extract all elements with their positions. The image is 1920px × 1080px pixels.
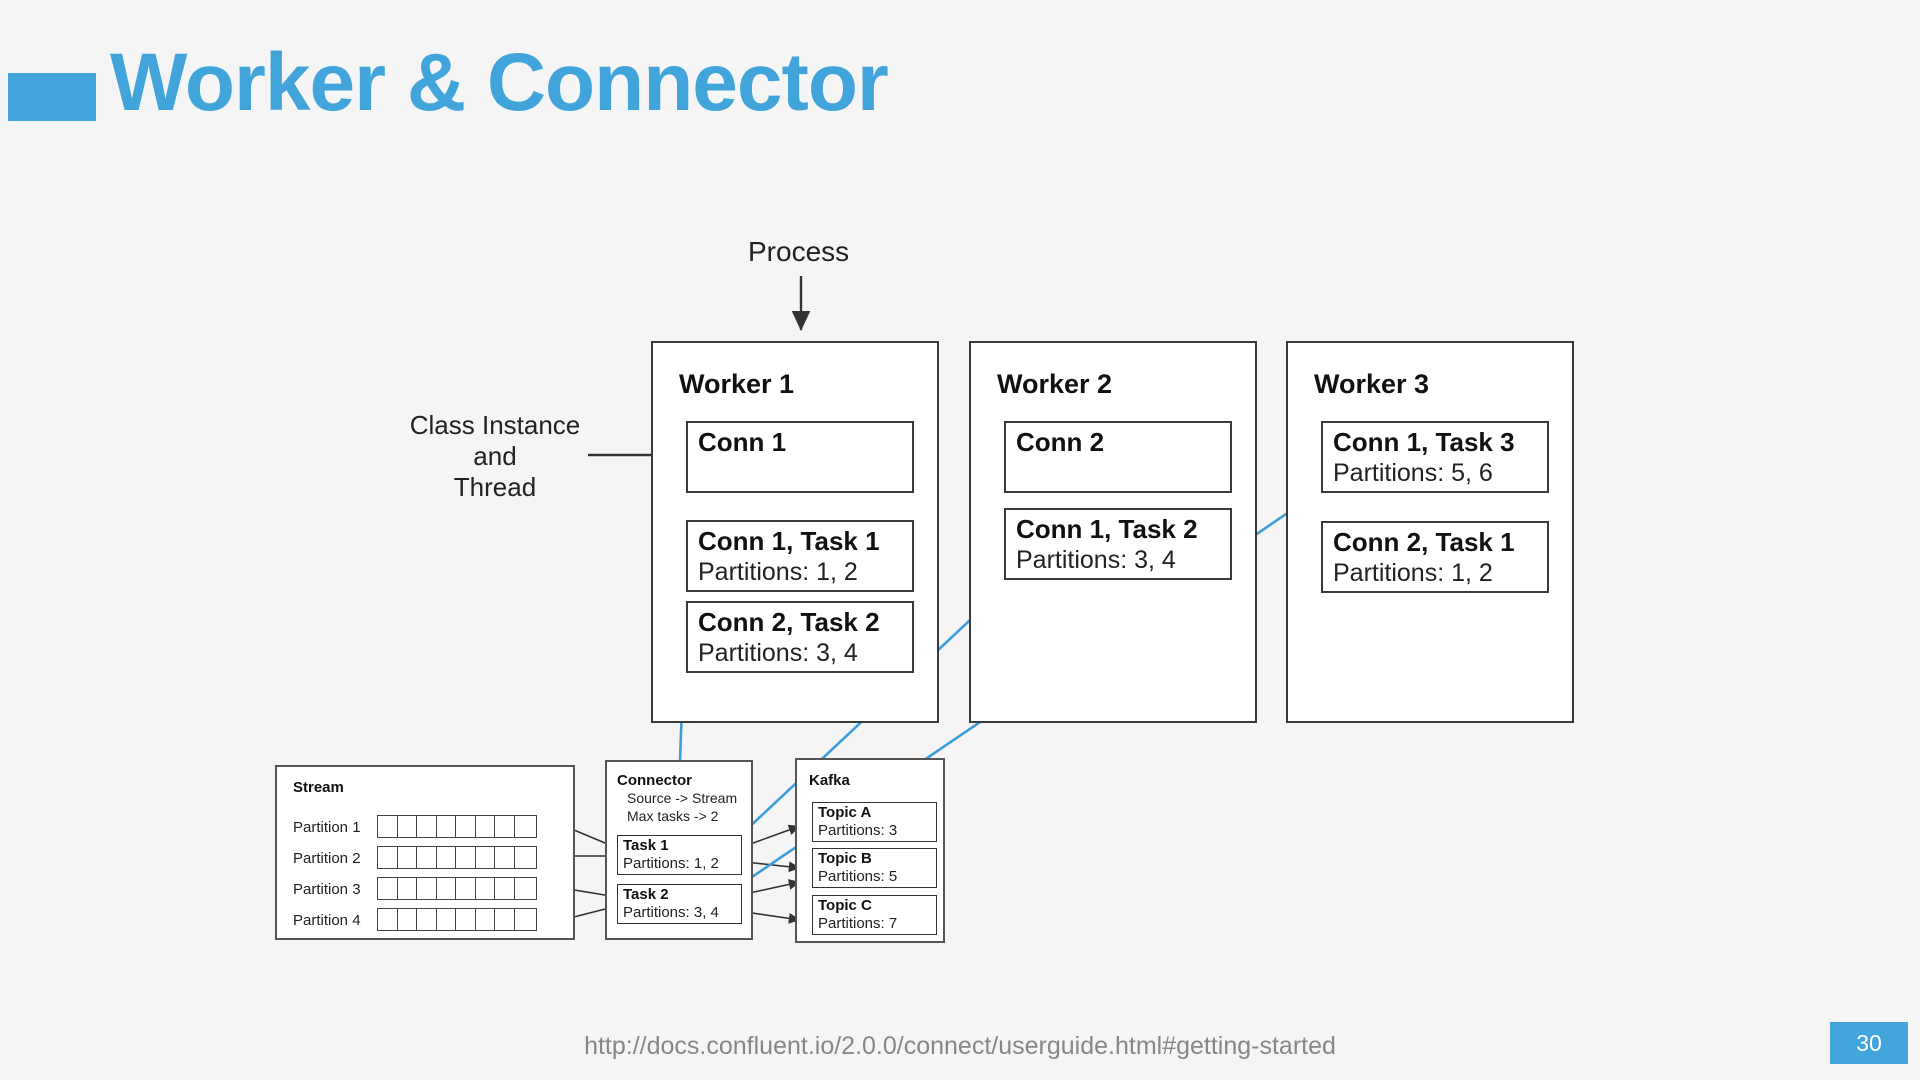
page-title: Worker & Connector: [110, 37, 889, 128]
worker-1-item-3[interactable]: Conn 2, Task 2 Partitions: 3, 4: [686, 601, 914, 673]
slide-title-bar: Worker & Connector: [0, 30, 1920, 140]
kafka-panel[interactable]: Kafka Topic A Partitions: 3 Topic B Part…: [795, 758, 945, 943]
worker-3-item-2-title: Conn 2, Task 1: [1333, 527, 1515, 557]
connector-task-2-title: Task 2: [623, 886, 669, 903]
stream-title: Stream: [293, 779, 344, 796]
connector-config-maxtasks: Max tasks -> 2: [627, 808, 719, 824]
class-instance-line-1: Class Instance: [409, 410, 581, 440]
stream-partition-row-2: [377, 846, 537, 869]
kafka-topic-a[interactable]: Topic A Partitions: 3: [812, 802, 937, 842]
kafka-topic-c[interactable]: Topic C Partitions: 7: [812, 895, 937, 935]
stream-partition-label-4: Partition 4: [293, 912, 361, 929]
connector-title: Connector: [617, 772, 692, 789]
stream-partition-row-4: [377, 908, 537, 931]
connector-task-1[interactable]: Task 1 Partitions: 1, 2: [617, 835, 742, 875]
worker-box-2[interactable]: Worker 2 Conn 2 Conn 1, Task 2 Partition…: [969, 341, 1257, 723]
worker-3-item-1[interactable]: Conn 1, Task 3 Partitions: 5, 6: [1321, 421, 1549, 493]
stream-partition-label-2: Partition 2: [293, 850, 361, 867]
worker-3-title: Worker 3: [1314, 369, 1430, 399]
kafka-topic-b-title: Topic B: [818, 850, 872, 867]
worker-2-item-2-title: Conn 1, Task 2: [1016, 514, 1198, 544]
slide-number-badge: 30: [1830, 1022, 1908, 1064]
stream-partition-row-3: [377, 877, 537, 900]
worker-1-item-3-sub: Partitions: 3, 4: [698, 639, 858, 667]
connector-panel[interactable]: Connector Source -> Stream Max tasks -> …: [605, 760, 753, 940]
kafka-topic-b[interactable]: Topic B Partitions: 5: [812, 848, 937, 888]
kafka-topic-a-title: Topic A: [818, 804, 872, 821]
worker-2-item-1[interactable]: Conn 2: [1004, 421, 1232, 493]
stream-partition-row-1: [377, 815, 537, 838]
worker-2-item-2[interactable]: Conn 1, Task 2 Partitions: 3, 4: [1004, 508, 1232, 580]
worker-3-item-2-sub: Partitions: 1, 2: [1333, 559, 1493, 587]
stream-panel[interactable]: Stream Partition 1 Partition 2 Partition…: [275, 765, 575, 940]
kafka-topic-c-sub: Partitions: 7: [818, 915, 898, 932]
worker-box-3[interactable]: Worker 3 Conn 1, Task 3 Partitions: 5, 6…: [1286, 341, 1574, 723]
kafka-topic-a-sub: Partitions: 3: [818, 822, 898, 839]
worker-3-item-1-title: Conn 1, Task 3: [1333, 427, 1515, 457]
worker-1-item-2-title: Conn 1, Task 1: [698, 526, 880, 556]
kafka-title: Kafka: [809, 772, 850, 789]
worker-3-item-1-sub: Partitions: 5, 6: [1333, 459, 1493, 487]
connector-task-1-title: Task 1: [623, 837, 669, 854]
worker-1-title: Worker 1: [679, 369, 795, 399]
worker-box-1[interactable]: Worker 1 Conn 1 Conn 1, Task 1 Partition…: [651, 341, 939, 723]
class-instance-line-3: Thread: [453, 472, 537, 502]
worker-1-item-2-sub: Partitions: 1, 2: [698, 558, 858, 586]
kafka-topic-b-sub: Partitions: 5: [818, 868, 898, 885]
stream-partition-label-3: Partition 3: [293, 881, 361, 898]
source-url[interactable]: http://docs.confluent.io/2.0.0/connect/u…: [584, 1032, 1336, 1060]
worker-1-item-3-title: Conn 2, Task 2: [698, 607, 880, 637]
connector-task-1-sub: Partitions: 1, 2: [623, 855, 719, 872]
class-instance-line-2: and: [473, 441, 517, 471]
worker-1-item-2[interactable]: Conn 1, Task 1 Partitions: 1, 2: [686, 520, 914, 592]
worker-2-item-1-title: Conn 2: [1016, 427, 1105, 457]
worker-1-item-1[interactable]: Conn 1: [686, 421, 914, 493]
title-bullet-square: [8, 73, 96, 121]
process-label: Process: [748, 236, 850, 267]
worker-3-item-2[interactable]: Conn 2, Task 1 Partitions: 1, 2: [1321, 521, 1549, 593]
connector-config-source: Source -> Stream: [627, 790, 738, 806]
connector-task-2[interactable]: Task 2 Partitions: 3, 4: [617, 884, 742, 924]
connector-task-2-sub: Partitions: 3, 4: [623, 904, 719, 921]
kafka-topic-c-title: Topic C: [818, 897, 872, 914]
worker-2-title: Worker 2: [997, 369, 1113, 399]
worker-2-item-2-sub: Partitions: 3, 4: [1016, 546, 1176, 574]
class-instance-label: Class Instance and Thread: [400, 410, 590, 503]
stream-partition-label-1: Partition 1: [293, 819, 361, 836]
worker-1-item-1-title: Conn 1: [698, 427, 787, 457]
